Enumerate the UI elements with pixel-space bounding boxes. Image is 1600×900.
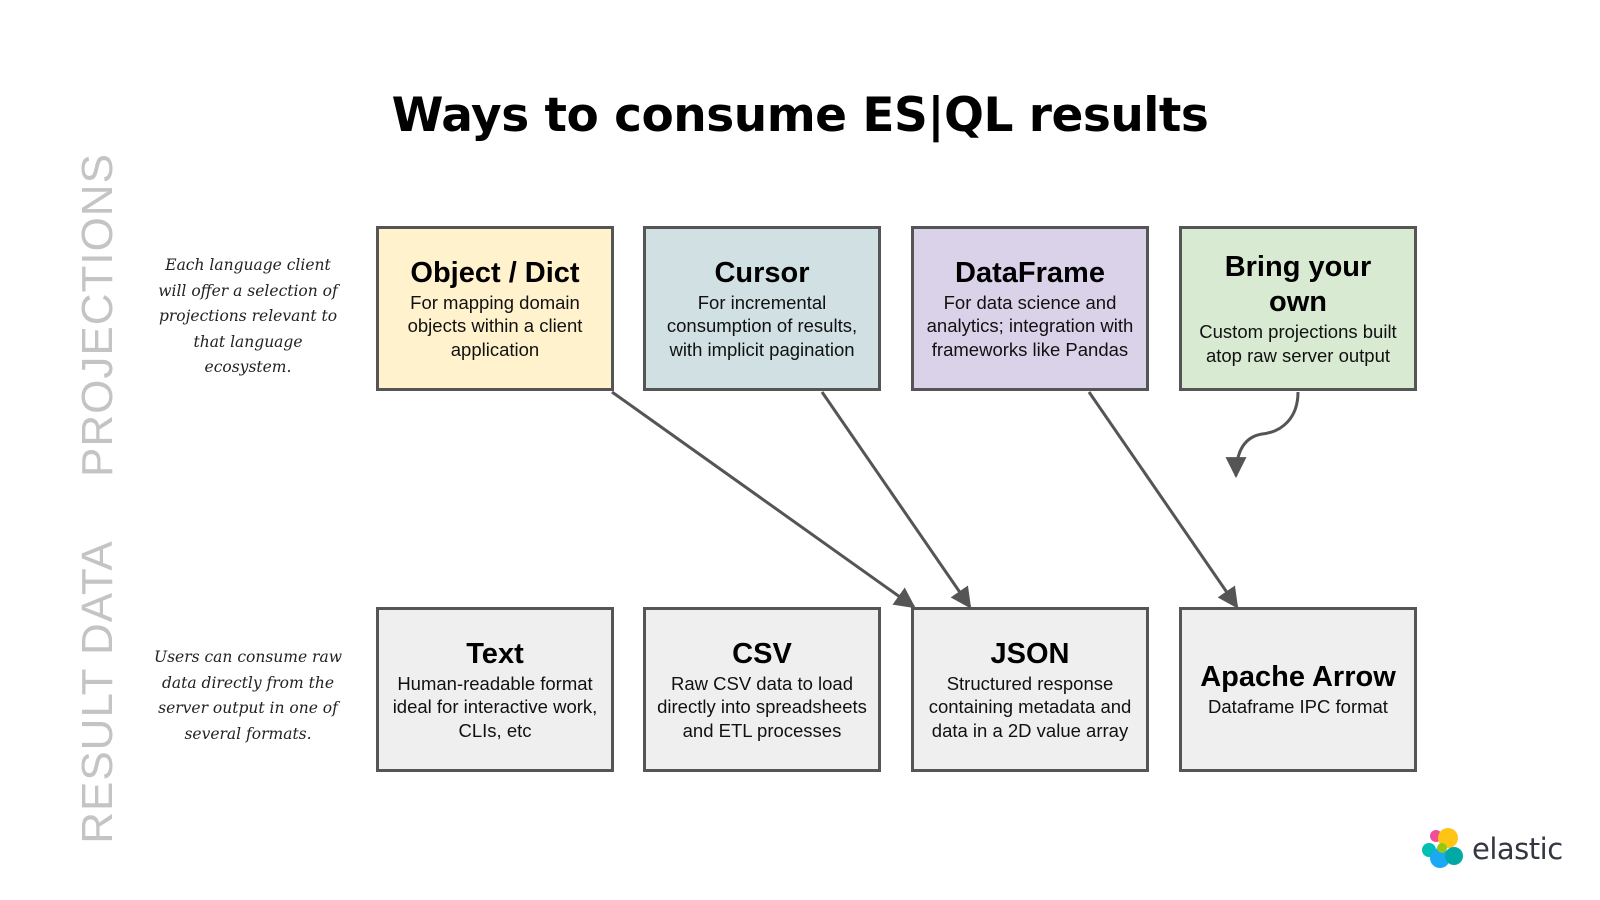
arrow-object-dict-to-json — [611, 390, 916, 609]
format-description: Structured response containing metadata … — [928, 672, 1132, 741]
format-box-json: JSON Structured response containing meta… — [911, 607, 1149, 772]
elastic-logo-text: elastic — [1472, 832, 1563, 866]
format-description: Dataframe IPC format — [1208, 696, 1388, 718]
format-title: JSON — [990, 637, 1070, 670]
page-title: Ways to consume ES|QL results — [391, 88, 1209, 143]
projections-note: Each language client will offer a select… — [158, 256, 338, 376]
format-box-apache-arrow: Apache Arrow Dataframe IPC format — [1179, 607, 1417, 772]
format-title: Apache Arrow — [1200, 661, 1396, 694]
result-data-note: Users can consume raw data directly from… — [154, 648, 342, 743]
format-box-text: Text Human-readable format ideal for int… — [376, 607, 614, 772]
elastic-logo-icon — [1422, 828, 1463, 868]
format-title: Text — [466, 637, 524, 670]
projection-description: Custom projections built atop raw server… — [1199, 321, 1397, 366]
arrow-bring-your-own-curved — [1225, 391, 1300, 479]
format-description: Raw CSV data to load directly into sprea… — [657, 672, 867, 741]
projection-box-bring-your-own: Bring your own Custom projections built … — [1179, 226, 1417, 391]
projection-title: DataFrame — [955, 256, 1105, 289]
projection-description: For data science and analytics; integrat… — [926, 291, 1134, 360]
arrow-dataframe-to-apache-arrow — [1087, 391, 1239, 609]
projection-title: Object / Dict — [410, 256, 580, 289]
projection-box-cursor: Cursor For incremental consumption of re… — [643, 226, 881, 391]
projection-description: For incremental consumption of results, … — [666, 291, 858, 360]
format-box-csv: CSV Raw CSV data to load directly into s… — [643, 607, 881, 772]
format-description: Human-readable format ideal for interact… — [392, 672, 598, 741]
format-title: CSV — [732, 637, 792, 670]
projection-description: For mapping domain objects within a clie… — [407, 291, 583, 360]
elastic-logo: elastic — [1420, 826, 1563, 872]
arrow-cursor-to-json — [820, 391, 972, 609]
projection-title: Cursor — [714, 256, 810, 289]
projection-box-object-dict: Object / Dict For mapping domain objects… — [376, 226, 614, 391]
projection-title: Bring your own — [1224, 251, 1372, 318]
projection-box-dataframe: DataFrame For data science and analytics… — [911, 226, 1149, 391]
